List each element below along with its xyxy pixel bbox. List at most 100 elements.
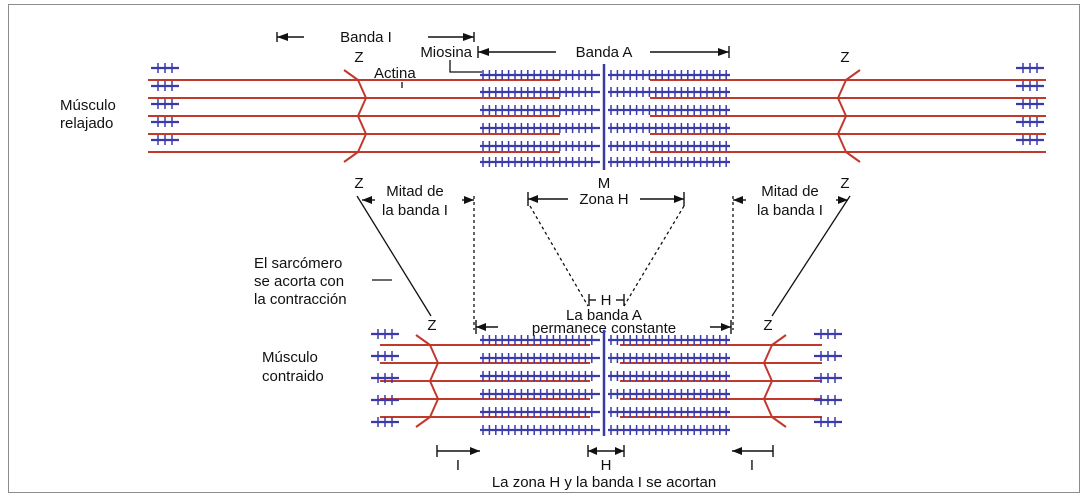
banda-i-label: Banda I [340,29,392,46]
contracted-outer-myosin-right [814,395,842,405]
z-converge-right [771,195,851,317]
half-band-i-left: Mitad de la banda I [362,183,474,219]
z-disc-segment [763,398,773,418]
z-top-right-label: Z [840,49,849,66]
z-disc-segment [357,133,367,153]
h-bottom-dimension: H [587,445,625,474]
z-disc-segment [837,97,847,117]
contracted-actin-left [380,334,590,428]
relaxed-myosin-left-half [480,157,600,167]
mitad-left-line1: Mitad de [386,183,444,200]
band-a-constant-line1: La banda A [566,307,642,324]
relaxed-myosin [480,70,730,167]
z-mid-left-label: Z [354,175,363,192]
relaxed-actin-right [650,69,1046,163]
sarcomere-text-line2: se acorta con [254,273,344,290]
relaxed-actin-half-right [650,69,1046,163]
h-small-label: H [601,292,612,309]
z-disc-segment [763,344,773,364]
relaxed-outer-myosin-right [1016,63,1044,73]
relaxed-outer-myosin-left [151,117,179,127]
mitad-right-line2: la banda I [757,202,823,219]
relaxed-myosin-left-half [480,141,600,151]
contracted-myosin-left-half [480,425,600,435]
z-disc-segment [837,79,847,99]
h-small-dimension: H [588,292,625,309]
contracted-outer-myosin-left [371,329,399,339]
z-converge-left [356,195,432,317]
i-left-dimension: I [436,445,480,474]
z-disc-segment [429,380,439,400]
relaxed-outer-myosin-left [151,135,179,145]
z-bottom-right-label: Z [763,317,772,334]
zona-h-dimension: Zona H [527,191,685,208]
contracted-myosin-right-half [608,407,730,417]
z-disc-segment [357,97,367,117]
relaxed-label-line2: relajado [60,115,113,132]
contracted-myosin-right-half [608,353,730,363]
contracted-outer-myosin-right [814,351,842,361]
relaxed-outer-myosin-left [151,99,179,109]
contracted-outer-myosin-left [371,351,399,361]
contracted-outer-myosin-left [371,395,399,405]
banda-a-dimension: Banda A [477,44,730,61]
z-disc-flare [845,69,861,81]
relaxed-actin-left [148,69,560,163]
relaxed-myosin-left-half [480,70,600,80]
contracted-myosin-left-half [480,407,600,417]
sarcomere-text-line1: El sarcómero [254,255,342,272]
contracted-myosin-right-half [608,389,730,399]
contracted-actin-half-right [620,334,822,428]
contracted-outer-myosin [371,329,842,427]
z-disc-flare [415,334,431,346]
mitad-left-line2: la banda I [382,202,448,219]
relaxed-myosin-right-half [608,157,730,167]
relaxed-myosin-right-half [608,87,730,97]
relaxed-outer-myosin-right [1016,99,1044,109]
guide-h-right [623,205,685,307]
contracted-myosin-right-half [608,335,730,345]
bottom-caption: La zona H y la banda I se acortan [492,474,716,491]
relaxed-myosin-right-half [608,123,730,133]
relaxed-myosin-left-half [480,105,600,115]
band-a-constant-dimension: permanece constante [475,320,732,337]
z-disc-flare [771,416,787,428]
relaxed-outer-myosin-left [151,63,179,73]
z-disc-flare [771,334,787,346]
z-disc-segment [429,398,439,418]
contracted-actin-half-left [380,334,590,428]
relaxed-outer-myosin-left [151,81,179,91]
relaxed-outer-myosin-right [1016,135,1044,145]
contracted-myosin-left-half [480,353,600,363]
contracted-myosin-right-half [608,371,730,381]
miosina-label: Miosina [420,44,472,61]
banda-a-label: Banda A [576,44,633,61]
relaxed-outer-myosin-right [1016,81,1044,91]
contracted-myosin [480,335,730,435]
z-disc-flare [343,69,359,81]
mitad-right-line1: Mitad de [761,183,819,200]
z-disc-segment [357,115,367,135]
z-disc-flare [845,151,861,163]
relaxed-outer-myosin-right [1016,117,1044,127]
sarcomere-text-line3: la contracción [254,291,347,308]
m-line-label: M [598,175,611,192]
contracted-outer-myosin-right [814,329,842,339]
relaxed-myosin-right-half [608,70,730,80]
contracted-outer-myosin-left [371,373,399,383]
contracted-outer-myosin-left [371,417,399,427]
relaxed-label-line1: Músculo [60,97,116,114]
contracted-label-line2: contraido [262,368,324,385]
z-disc-segment [357,79,367,99]
z-disc-segment [763,380,773,400]
relaxed-actin-half-left [148,69,560,163]
half-band-i-right: Mitad de la banda I [733,183,848,219]
banda-i-dimension: Banda I [276,29,475,46]
contracted-actin-right [620,334,822,428]
i-right-dimension: I [732,445,774,474]
i-left-label: I [456,457,460,474]
contracted-outer-myosin-right [814,373,842,383]
contracted-myosin-right-half [608,425,730,435]
